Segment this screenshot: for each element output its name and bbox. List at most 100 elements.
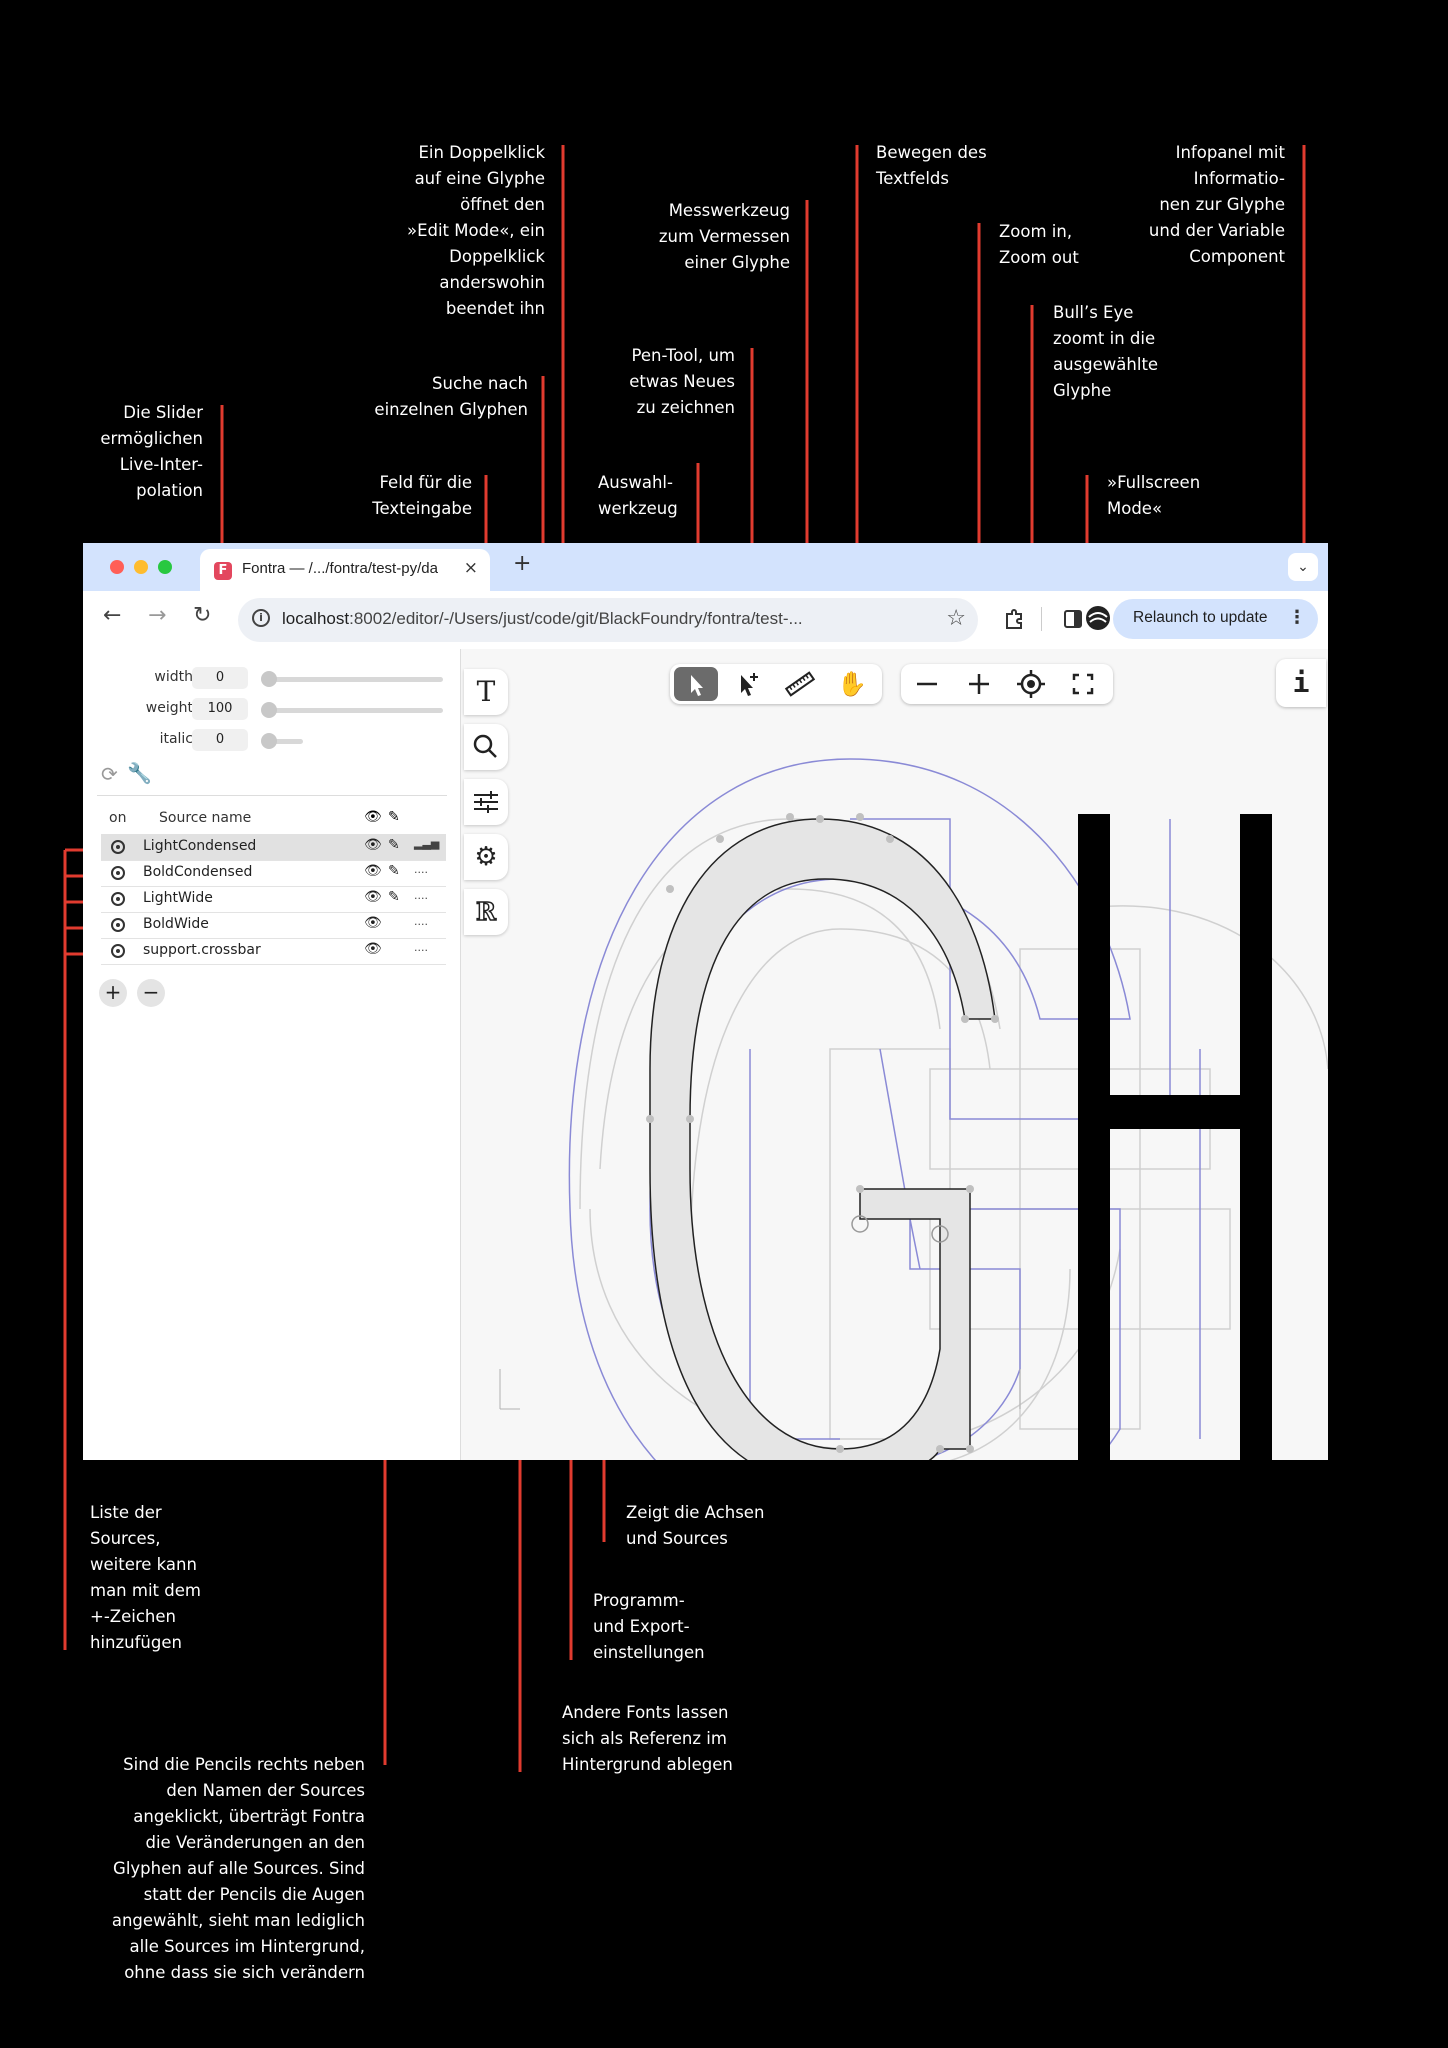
- pencil-icon[interactable]: ✎: [388, 863, 400, 879]
- select-tool-button[interactable]: [674, 667, 718, 701]
- eye-icon[interactable]: 👁: [364, 941, 382, 957]
- new-tab-button[interactable]: +: [513, 551, 532, 576]
- hand-icon: ✋: [837, 670, 867, 698]
- slider-track[interactable]: [263, 677, 443, 682]
- wrench-icon[interactable]: 🔧: [127, 761, 152, 785]
- eye-header-icon[interactable]: 👁: [364, 809, 382, 825]
- eye-icon[interactable]: 👁: [364, 915, 382, 931]
- source-row[interactable]: BoldWide 👁 ....: [101, 912, 446, 939]
- reset-sync-icon[interactable]: ⟳: [101, 762, 118, 786]
- fullscreen-icon: [1072, 673, 1094, 695]
- glyph-search-button[interactable]: [464, 724, 508, 770]
- add-source-button[interactable]: +: [99, 979, 127, 1007]
- sliders-icon: [474, 791, 498, 813]
- slider-knob[interactable]: [261, 702, 277, 718]
- zoom-out-button[interactable]: [905, 667, 949, 701]
- profile-avatar-icon[interactable]: [1083, 603, 1113, 633]
- pencil-header-icon[interactable]: ✎: [388, 809, 400, 825]
- axis-value-field[interactable]: 0: [192, 729, 248, 751]
- glyph-canvas[interactable]: [460, 649, 1328, 1460]
- edit-tools-toolbar: ✋: [670, 664, 882, 704]
- bookmark-star-icon[interactable]: ☆: [946, 606, 966, 631]
- slider-knob[interactable]: [261, 733, 277, 749]
- more-dots-icon[interactable]: ....: [414, 889, 428, 902]
- more-dots-icon[interactable]: ....: [414, 915, 428, 928]
- settings-button[interactable]: ⚙: [464, 834, 508, 880]
- extensions-puzzle-icon[interactable]: [1003, 608, 1025, 630]
- maximize-window-button[interactable]: [158, 560, 172, 574]
- pointer-arrow-icon: [691, 675, 703, 696]
- axis-value-field[interactable]: 0: [192, 667, 248, 689]
- back-arrow-icon[interactable]: ←: [103, 603, 122, 628]
- slider-track[interactable]: [263, 708, 443, 713]
- source-row[interactable]: support.crossbar 👁 ....: [101, 938, 446, 965]
- url-text: localhost:8002/editor/-/Users/just/code/…: [282, 609, 803, 628]
- tab-close-button[interactable]: ×: [463, 558, 478, 578]
- browser-tab[interactable]: F Fontra — /.../fontra/test-py/da ×: [200, 549, 490, 591]
- side-panel-icon[interactable]: [1063, 609, 1083, 629]
- pencil-icon[interactable]: ✎: [388, 889, 400, 905]
- close-window-button[interactable]: [110, 560, 124, 574]
- search-icon: [473, 734, 497, 758]
- minus-icon: [917, 682, 937, 686]
- source-row[interactable]: BoldCondensed 👁 ✎ ....: [101, 860, 446, 887]
- annotation-zoom: Zoom in,Zoom out: [999, 222, 1079, 267]
- slider-track[interactable]: [263, 739, 303, 744]
- axis-value-field[interactable]: 100: [192, 698, 248, 720]
- source-row[interactable]: LightCondensed 👁 ✎ ▂▃▅: [101, 834, 446, 861]
- eye-icon[interactable]: 👁: [364, 889, 382, 905]
- relaunch-button[interactable]: Relaunch to update⋮: [1113, 599, 1318, 639]
- axis-slider-width[interactable]: width 0: [83, 667, 460, 691]
- zoom-to-selection-button[interactable]: [1009, 667, 1053, 701]
- reload-icon[interactable]: ↻: [193, 603, 212, 628]
- source-radio[interactable]: [111, 866, 125, 880]
- source-radio[interactable]: [111, 892, 125, 906]
- forward-arrow-icon[interactable]: →: [148, 603, 167, 628]
- more-dots-icon[interactable]: ....: [414, 863, 428, 876]
- pencil-icon[interactable]: ✎: [388, 837, 400, 853]
- axis-slider-italic[interactable]: italic 0: [83, 729, 460, 753]
- source-row[interactable]: LightWide 👁 ✎ ....: [101, 886, 446, 913]
- column-header-source-name: Source name: [159, 810, 252, 826]
- source-radio[interactable]: [111, 944, 125, 958]
- pointer-plus-icon: [741, 673, 758, 696]
- reference-font-r-icon: R: [475, 896, 496, 927]
- toolbar-divider: [1041, 607, 1042, 631]
- slider-knob[interactable]: [261, 671, 277, 687]
- measure-tool-button[interactable]: [778, 667, 822, 701]
- source-radio[interactable]: [111, 918, 125, 932]
- remove-source-button[interactable]: −: [137, 979, 165, 1007]
- zoom-in-button[interactable]: [957, 667, 1001, 701]
- pen-tool-button[interactable]: [726, 667, 770, 701]
- hand-tool-button[interactable]: ✋: [830, 667, 874, 701]
- address-bar: ← → ↻ i localhost:8002/editor/-/Users/ju…: [83, 591, 1328, 649]
- reference-font-button[interactable]: R: [464, 889, 508, 935]
- eye-icon[interactable]: 👁: [364, 863, 382, 879]
- tab-search-button[interactable]: ⌄: [1288, 553, 1318, 581]
- eye-icon[interactable]: 👁: [364, 837, 382, 853]
- fullscreen-button[interactable]: [1061, 667, 1105, 701]
- signal-bars-icon: ▂▃▅: [414, 837, 440, 850]
- axes-sources-button[interactable]: [464, 779, 508, 825]
- more-dots-icon[interactable]: ....: [414, 941, 428, 954]
- minimize-window-button[interactable]: [134, 560, 148, 574]
- text-entry-button[interactable]: T: [464, 669, 508, 715]
- fontra-editor: width 0 weight 100 italic 0 ⟳ 🔧 on Sour: [83, 649, 1328, 1460]
- axis-slider-weight[interactable]: weight 100: [83, 698, 460, 722]
- source-radio[interactable]: [111, 840, 125, 854]
- site-info-icon[interactable]: i: [252, 609, 270, 627]
- url-field[interactable]: i localhost:8002/editor/-/Users/just/cod…: [238, 598, 978, 642]
- info-panel-button[interactable]: i: [1276, 659, 1326, 707]
- tab-bar: F Fontra — /.../fontra/test-py/da × + ⌄: [83, 543, 1328, 591]
- annotation-select: Auswahl-werkzeug: [598, 473, 678, 518]
